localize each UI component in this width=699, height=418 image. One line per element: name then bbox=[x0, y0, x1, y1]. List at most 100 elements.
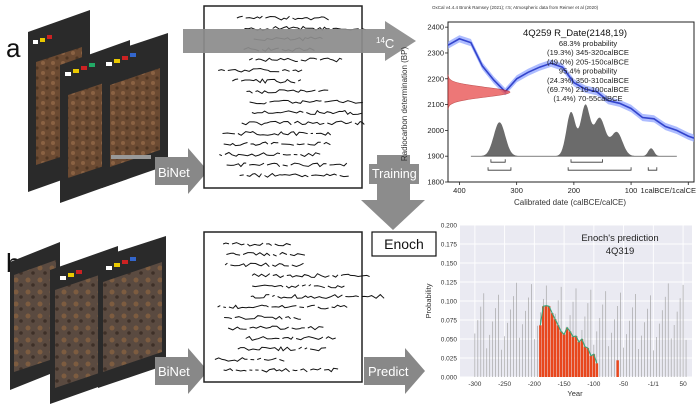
handwriting-line bbox=[219, 151, 321, 157]
chart-b-xtick-label: -100 bbox=[587, 381, 600, 388]
handwriting-line bbox=[248, 57, 343, 63]
enoch-box: Enoch bbox=[371, 231, 437, 257]
chart-a-ytick-label: 2300 bbox=[427, 48, 444, 57]
chart-a-annotations: 68.3% probability(19.3%) 345-320calBCE(4… bbox=[547, 39, 629, 103]
handwriting-line bbox=[226, 251, 305, 257]
prediction-bar bbox=[589, 355, 593, 377]
chart-b-plot: 0.2000.1750.1500.1250.1000.0750.0500.025… bbox=[441, 223, 692, 388]
chart-a-ytick-label: 1800 bbox=[427, 178, 444, 187]
chart-a-annotation: (69.7%) 210-100calBCE bbox=[547, 85, 629, 94]
scroll-photos-a bbox=[28, 10, 168, 203]
chart-b-ytick-label: 0.025 bbox=[441, 356, 458, 363]
chart-b-ytick-label: 0.050 bbox=[441, 337, 458, 344]
scroll-photos-b bbox=[10, 236, 166, 404]
c14-label: C bbox=[385, 36, 394, 51]
handwriting-line bbox=[241, 120, 365, 126]
prediction-bar bbox=[586, 348, 590, 377]
prediction-bar bbox=[583, 346, 587, 377]
prediction-bar bbox=[551, 313, 554, 377]
chart-a-ytick-label: 2400 bbox=[427, 23, 444, 32]
chart-a-annotation: (49.0%) 205-150calBCE bbox=[547, 57, 629, 66]
chart-b-ytick-label: 0.000 bbox=[441, 375, 458, 382]
binet-arrow-b: BiNet bbox=[155, 348, 208, 394]
training-label: Training bbox=[372, 167, 417, 181]
chart-a-title: 4Q259 R_Date(2148,19) bbox=[523, 28, 627, 39]
chart-b-ytick-label: 0.075 bbox=[441, 318, 458, 325]
chart-a-annotation: 68.3% probability bbox=[559, 39, 617, 48]
chart-b-ytick-label: 0.125 bbox=[441, 280, 458, 287]
handwriting-line bbox=[217, 304, 348, 310]
prediction-bar bbox=[545, 305, 548, 377]
handwriting-line bbox=[250, 293, 385, 299]
prediction-bar bbox=[568, 331, 572, 377]
chart-a-annotation: (19.3%) 345-320calBCE bbox=[547, 48, 629, 57]
handwriting-line bbox=[214, 357, 285, 362]
panel-a-label: a bbox=[6, 33, 21, 63]
prediction-bar bbox=[548, 306, 551, 377]
hebrew-text-lines-b bbox=[214, 242, 385, 373]
chart-b-xtick-label: -300 bbox=[468, 381, 481, 388]
chart-a-ytick-label: 2000 bbox=[427, 126, 444, 135]
handwriting-line bbox=[218, 67, 303, 73]
prediction-bar bbox=[565, 327, 569, 377]
predict-label: Predict bbox=[368, 364, 409, 379]
range-bracket bbox=[490, 159, 506, 163]
handwriting-line bbox=[227, 325, 324, 331]
chart-b-subtitle: 4Q319 bbox=[606, 246, 635, 257]
chart-b-xtick-label: -150 bbox=[558, 381, 571, 388]
prediction-bar bbox=[542, 306, 545, 377]
chart-b-title: Enoch's prediction bbox=[581, 233, 658, 244]
prediction-bar bbox=[616, 360, 619, 377]
chart-a-header: OxCal v4.4.4 Bronk Ramsey (2021); r:5; A… bbox=[432, 5, 599, 10]
scroll-photo-a3 bbox=[102, 33, 168, 188]
handwriting-line bbox=[223, 141, 331, 147]
chart-a-xtick-label: 200 bbox=[568, 186, 581, 195]
chart-a-xlabel: Calibrated date (calBCE/calCE) bbox=[514, 198, 626, 207]
radiocarbon-chart: OxCal v4.4.4 Bronk Ramsey (2021); r:5; A… bbox=[400, 5, 696, 207]
chart-a-ylabel: Radiocarbon determination (BP) bbox=[400, 47, 409, 162]
svg-text:14C: 14C bbox=[376, 36, 394, 51]
training-arrow: Training bbox=[361, 155, 425, 230]
predict-arrow: Predict bbox=[364, 348, 425, 394]
radiocarbon-distribution bbox=[447, 74, 511, 110]
handwriting-line bbox=[226, 162, 348, 168]
binet-label-b: BiNet bbox=[158, 364, 190, 379]
chart-a-xtick-label: 100 bbox=[625, 186, 638, 195]
handwriting-line bbox=[246, 89, 329, 95]
range-bracket bbox=[570, 159, 603, 163]
chart-b-ylabel: Probability bbox=[424, 283, 433, 318]
range-bracket bbox=[487, 167, 512, 171]
chart-a-xtick-label: 1calBCE/1calCE bbox=[641, 186, 696, 195]
chart-b-xtick-label: -250 bbox=[498, 381, 511, 388]
prediction-bar bbox=[553, 319, 557, 377]
prediction-chart: 0.2000.1750.1500.1250.1000.0750.0500.025… bbox=[424, 223, 692, 398]
binet-arrow-a: BiNet bbox=[155, 148, 208, 194]
handwriting-line bbox=[239, 172, 349, 178]
prediction-fit-line bbox=[539, 305, 598, 364]
handwriting-line bbox=[252, 284, 345, 289]
enoch-label: Enoch bbox=[384, 236, 424, 252]
handwriting-line bbox=[222, 242, 291, 247]
chart-a-xtick-label: 300 bbox=[510, 186, 523, 195]
chart-a-ytick-label: 1900 bbox=[427, 152, 444, 161]
handwriting-line bbox=[222, 131, 332, 137]
handwriting-line bbox=[232, 78, 302, 84]
scroll-photo-b3 bbox=[98, 236, 166, 388]
chart-a-ytick-label: 2100 bbox=[427, 100, 444, 109]
chart-b-ytick-label: 0.150 bbox=[441, 261, 458, 268]
calibration-curve bbox=[447, 37, 695, 139]
binet-label-a: BiNet bbox=[158, 165, 190, 180]
chart-b-ytick-label: 0.200 bbox=[441, 223, 458, 230]
chart-a-annotation: (24.3%) 350-310calBCE bbox=[547, 76, 629, 85]
chart-b-xtick-label: -50 bbox=[619, 381, 629, 388]
prediction-bar bbox=[580, 339, 584, 377]
prediction-bar bbox=[571, 336, 575, 377]
handwriting-line bbox=[223, 367, 339, 373]
range-bracket bbox=[567, 167, 632, 171]
handwriting-line bbox=[251, 109, 363, 116]
prediction-bar bbox=[592, 354, 596, 377]
chart-b-xlabel: Year bbox=[567, 389, 583, 398]
chart-b-xtick-label: 50 bbox=[679, 381, 687, 388]
